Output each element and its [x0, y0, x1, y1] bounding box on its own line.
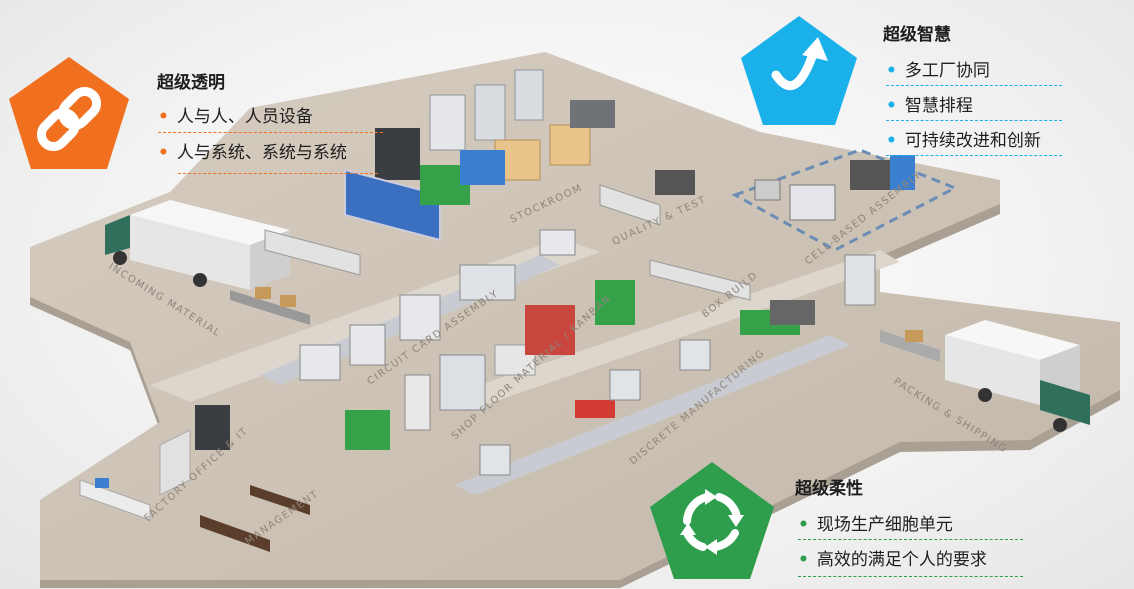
discrete-manufacturing-line	[455, 300, 850, 495]
flexibility-bullet-2-text: 高效的满足个人的要求	[816, 550, 987, 570]
wisdom-badge	[741, 16, 857, 125]
walkway	[450, 250, 900, 410]
kanban-racks	[404, 305, 575, 431]
bullet-dot: •	[798, 550, 809, 570]
circuit-card-line	[260, 229, 576, 385]
cell-assembly-equipment	[754, 155, 915, 221]
wisdom-separator-3	[886, 155, 1062, 156]
transparency-bullet-2-text: 人与系统、系统与系统	[176, 143, 347, 163]
transparency-separator-2	[178, 173, 378, 174]
incoming-conveyor	[230, 287, 310, 325]
wisdom-bullet-2-text: 智慧排程	[904, 96, 973, 116]
bullet-dot: •	[798, 515, 809, 535]
transparency-bullet-2: • 人与系统、系统与系统	[158, 138, 347, 163]
wisdom-title: 超级智慧	[883, 25, 951, 45]
office-area	[79, 405, 310, 552]
flexibility-bullet-1-text: 现场生产细胞单元	[816, 515, 953, 535]
flexibility-bullet-2: • 高效的满足个人的要求	[798, 545, 987, 570]
bullet-dot: •	[158, 143, 169, 163]
chain-link-icon	[36, 86, 102, 152]
bullet-dot: •	[158, 107, 169, 127]
monitor-wall	[344, 168, 441, 242]
transparency-bullet-1-text: 人与人、人员设备	[176, 107, 313, 127]
wisdom-separator-2	[886, 120, 1062, 121]
transparency-separator-1	[158, 132, 383, 133]
transparency-title: 超级透明	[157, 73, 225, 93]
stockroom-racks	[429, 69, 615, 181]
packing-station	[844, 254, 940, 362]
flexibility-separator-2	[798, 576, 1023, 577]
transparency-bullet-1: • 人与人、人员设备	[158, 102, 313, 127]
wisdom-separator-1	[886, 85, 1062, 86]
bullet-dot: •	[886, 61, 897, 81]
green-bin-rack	[345, 150, 800, 450]
workbenches	[264, 170, 751, 301]
wisdom-bullet-3: • 可持续改进和创新	[886, 126, 1041, 151]
flexibility-title: 超级柔性	[795, 479, 863, 499]
bullet-dot: •	[886, 96, 897, 116]
bullet-dot: •	[886, 131, 897, 151]
wisdom-bullet-3-text: 可持续改进和创新	[904, 131, 1041, 151]
shipping-truck	[945, 320, 1090, 432]
wisdom-bullet-1-text: 多工厂协同	[904, 61, 990, 81]
wisdom-bullet-2: • 智慧排程	[886, 91, 973, 116]
cell-assembly-zone	[731, 148, 959, 252]
flexibility-bullet-1: • 现场生产细胞单元	[798, 510, 953, 535]
server-rack	[375, 128, 420, 180]
transparency-badge	[9, 57, 129, 169]
wisdom-bullet-1: • 多工厂协同	[886, 56, 990, 81]
up-arrow-curve-icon	[771, 37, 828, 91]
flexibility-badge	[650, 462, 774, 579]
flexibility-separator-1	[798, 539, 1023, 540]
